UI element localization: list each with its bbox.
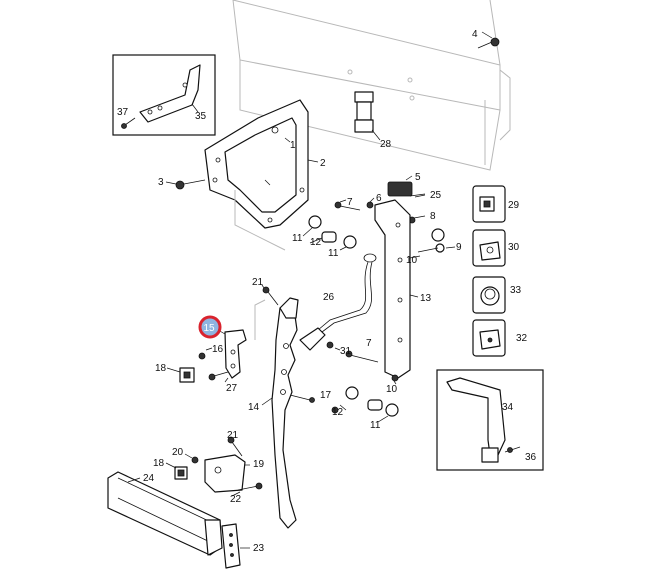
label-24[interactable]: 24 bbox=[143, 473, 155, 484]
label-33[interactable]: 33 bbox=[510, 285, 522, 296]
label-6[interactable]: 6 bbox=[376, 193, 382, 204]
label-30[interactable]: 30 bbox=[508, 242, 520, 253]
label-14[interactable]: 14 bbox=[248, 402, 260, 413]
bushings-upper bbox=[302, 215, 456, 259]
label-9[interactable]: 9 bbox=[456, 242, 462, 253]
label-34[interactable]: 34 bbox=[502, 402, 514, 413]
part-28-clamp bbox=[354, 91, 381, 141]
label-21a[interactable]: 21 bbox=[252, 277, 264, 288]
part-24-rail bbox=[107, 471, 223, 556]
label-22[interactable]: 22 bbox=[230, 494, 242, 505]
part-14-arm bbox=[261, 297, 299, 529]
callout-15-highlight[interactable]: 15 bbox=[198, 315, 222, 339]
leader-lines bbox=[264, 179, 271, 186]
label-25[interactable]: 25 bbox=[430, 190, 442, 201]
label-37[interactable]: 37 bbox=[117, 107, 129, 118]
label-12a[interactable]: 12 bbox=[310, 237, 322, 248]
part-23-end-cap bbox=[221, 523, 250, 569]
label-31[interactable]: 31 bbox=[340, 346, 352, 357]
label-2[interactable]: 2 bbox=[320, 158, 326, 169]
label-19[interactable]: 19 bbox=[253, 459, 265, 470]
label-7a[interactable]: 7 bbox=[347, 197, 353, 208]
label-10b[interactable]: 10 bbox=[386, 384, 398, 395]
label-10a[interactable]: 10 bbox=[406, 255, 418, 266]
label-11a[interactable]: 11 bbox=[292, 233, 303, 244]
label-3[interactable]: 3 bbox=[158, 177, 164, 188]
label-18b[interactable]: 18 bbox=[153, 458, 165, 469]
label-32[interactable]: 32 bbox=[516, 333, 528, 344]
inset-box-34 bbox=[436, 369, 544, 471]
part-26-cable bbox=[299, 253, 377, 351]
label-8[interactable]: 8 bbox=[430, 211, 436, 222]
label-12b[interactable]: 12 bbox=[332, 407, 344, 418]
label-13[interactable]: 13 bbox=[420, 293, 432, 304]
inset-box-35 bbox=[112, 54, 216, 136]
label-1[interactable]: 1 bbox=[290, 140, 296, 151]
label-15[interactable]: 15 bbox=[204, 323, 216, 334]
hardware-group-bottom bbox=[165, 436, 263, 497]
label-35[interactable]: 35 bbox=[195, 111, 207, 122]
label-21b[interactable]: 21 bbox=[227, 430, 239, 441]
box-29 bbox=[472, 185, 506, 223]
hardware-group-left bbox=[166, 284, 279, 383]
label-26[interactable]: 26 bbox=[323, 292, 335, 303]
label-4[interactable]: 4 bbox=[472, 29, 478, 40]
frame-rail-ghost bbox=[232, 0, 511, 171]
hardware-group-upper bbox=[334, 175, 426, 224]
part-15-bracket bbox=[217, 329, 247, 379]
hardware-group-lower bbox=[289, 350, 399, 423]
part-4-bolt bbox=[477, 31, 500, 49]
box-33 bbox=[472, 276, 506, 314]
label-18a[interactable]: 18 bbox=[155, 363, 167, 374]
label-16[interactable]: 16 bbox=[212, 344, 224, 355]
label-20[interactable]: 20 bbox=[172, 447, 184, 458]
label-7b[interactable]: 7 bbox=[366, 338, 372, 349]
part-labels: 4 37 35 1 28 2 3 5 25 6 7 8 29 11 12 11 … bbox=[117, 29, 537, 554]
label-11b[interactable]: 11 bbox=[328, 248, 339, 259]
label-11c[interactable]: 11 bbox=[370, 420, 381, 431]
label-23[interactable]: 23 bbox=[253, 543, 265, 554]
part-2-bracket-plate bbox=[204, 99, 319, 251]
part-3-bolt bbox=[165, 179, 206, 190]
part-13-support-plate bbox=[374, 199, 419, 379]
box-30 bbox=[472, 229, 506, 267]
box-32 bbox=[472, 319, 506, 357]
label-36[interactable]: 36 bbox=[525, 452, 537, 463]
label-17[interactable]: 17 bbox=[320, 390, 332, 401]
label-5[interactable]: 5 bbox=[415, 172, 421, 183]
label-27[interactable]: 27 bbox=[226, 383, 238, 394]
label-28[interactable]: 28 bbox=[380, 139, 392, 150]
label-29[interactable]: 29 bbox=[508, 200, 520, 211]
